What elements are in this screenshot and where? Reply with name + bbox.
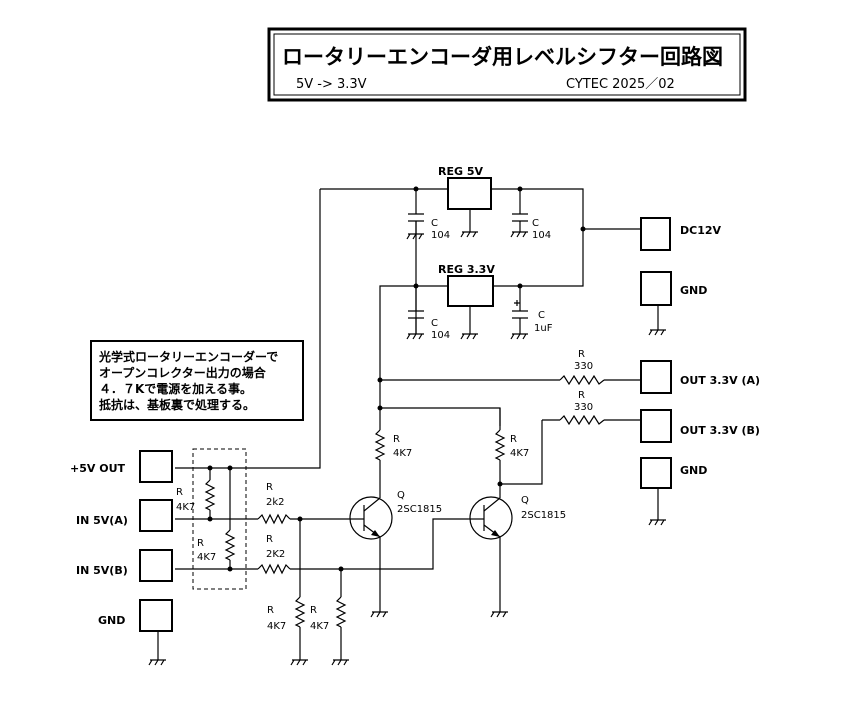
connector-in-b-label: IN 5V(B) (76, 564, 128, 577)
connector-gnd-in-label: GND (98, 614, 125, 627)
capacitor-c3-ref: C (431, 318, 438, 329)
transistor-q2-ref: Q (521, 495, 529, 506)
resistor-pullup-b-ref: R (197, 538, 204, 549)
diagram-credit: CYTEC 2025／02 (566, 77, 675, 92)
capacitor-c2: C 104 (512, 213, 551, 241)
transistor-q2: Q 2SC1815 (468, 495, 566, 540)
connector-out-a-label: OUT 3.3V (A) (680, 374, 760, 387)
capacitor-c2-ref: C (532, 218, 539, 229)
note-box: 光学式ロータリーエンコーダーで オープンコレクター出力の場合 ４．７Kで電源を加… (90, 340, 304, 421)
wires (157, 188, 659, 660)
resistor-2k2-a-value: 2k2 (266, 497, 285, 508)
resistor-330-b: R 330 (559, 390, 605, 426)
connector-in-b[interactable]: IN 5V(B) (76, 549, 173, 582)
resistor-pullup-a-ref: R (176, 487, 183, 498)
resistor-2k2-b: R 2K2 (257, 534, 291, 575)
resistor-330-a-value: 330 (574, 361, 593, 372)
resistor-330-a: R 330 (559, 349, 605, 386)
title-block: ロータリーエンコーダ用レベルシフター回路図 5V -> 3.3V CYTEC 2… (267, 27, 747, 102)
resistor-be-a: R 4K7 (267, 596, 306, 632)
capacitor-c4-value: 1uF (534, 323, 553, 334)
connector-in-a[interactable]: IN 5V(A) (76, 499, 173, 532)
connector-gnd-out[interactable]: GND (640, 457, 707, 489)
capacitor-c1-value: 104 (431, 230, 450, 241)
connector-out-b-label: OUT 3.3V (B) (680, 424, 760, 437)
regulator-5v: REG 5V (438, 165, 492, 210)
capacitor-c4: C 1uF (512, 300, 553, 334)
resistor-collector-b: R 4K7 (494, 429, 529, 461)
connector-out-a[interactable]: OUT 3.3V (A) (640, 360, 760, 394)
resistor-330-b-ref: R (578, 390, 585, 401)
resistor-collector-a-value: 4K7 (393, 448, 412, 459)
connector-5v-out-label: +5V OUT (70, 462, 125, 475)
resistor-collector-a: R 4K7 (374, 429, 412, 461)
connector-5v-out[interactable]: +5V OUT (70, 450, 173, 483)
diagram-subtitle: 5V -> 3.3V (296, 77, 367, 92)
resistor-be-b-ref: R (310, 605, 317, 616)
transistor-q1: Q 2SC1815 (349, 490, 442, 540)
connector-gnd-in[interactable]: GND (98, 599, 173, 632)
capacitor-c3-value: 104 (431, 330, 450, 341)
capacitor-c3: C 104 (408, 310, 450, 341)
transistor-q1-part: 2SC1815 (397, 504, 442, 515)
resistor-collector-b-ref: R (510, 434, 517, 445)
capacitor-c4-ref: C (538, 310, 545, 321)
resistor-collector-b-value: 4K7 (510, 448, 529, 459)
pullup-enclosure (192, 448, 247, 590)
connector-gnd-power[interactable]: GND (640, 271, 707, 306)
capacitor-c2-value: 104 (532, 230, 551, 241)
connector-gnd-out-label: GND (680, 464, 707, 477)
regulator-3v3-label: REG 3.3V (438, 263, 495, 276)
junction-dots (207, 186, 586, 572)
transistor-q1-ref: Q (397, 490, 405, 501)
resistor-be-b-value: 4K7 (310, 621, 329, 632)
connector-gnd-power-label: GND (680, 284, 707, 297)
note-line-3: ４．７Kで電源を加える事。 (99, 381, 252, 396)
regulator-5v-label: REG 5V (438, 165, 483, 178)
note-line-4: 抵抗は、基板裏で処理する。 (99, 397, 255, 412)
transistor-q2-part: 2SC1815 (521, 510, 566, 521)
resistor-2k2-a: R 2k2 (257, 482, 291, 525)
resistor-be-b: R 4K7 (310, 596, 347, 632)
resistor-be-a-ref: R (267, 605, 274, 616)
resistor-2k2-a-ref: R (266, 482, 273, 493)
regulator-3v3: REG 3.3V (438, 263, 495, 307)
resistor-2k2-b-value: 2K2 (266, 549, 285, 560)
note-line-2: オープンコレクター出力の場合 (99, 365, 267, 380)
resistor-collector-a-ref: R (393, 434, 400, 445)
ground-symbols (148, 221, 666, 666)
resistor-pullup-a-value: 4K7 (176, 502, 195, 513)
resistor-2k2-b-ref: R (266, 534, 273, 545)
resistor-pullup-b-value: 4K7 (197, 552, 216, 563)
resistor-be-a-value: 4K7 (267, 621, 286, 632)
connector-in-a-label: IN 5V(A) (76, 514, 128, 527)
capacitor-c1-ref: C (431, 218, 438, 229)
resistor-330-a-ref: R (578, 349, 585, 360)
diagram-title: ロータリーエンコーダ用レベルシフター回路図 (282, 45, 723, 69)
note-line-1: 光学式ロータリーエンコーダーで (98, 349, 278, 364)
connector-dc12v[interactable]: DC12V (640, 217, 722, 251)
connector-dc12v-label: DC12V (680, 224, 722, 237)
resistor-pullup-b: R 4K7 (197, 529, 236, 563)
connector-out-b[interactable]: OUT 3.3V (B) (640, 409, 760, 443)
resistor-pullup-a: R 4K7 (176, 479, 216, 513)
resistor-330-b-value: 330 (574, 402, 593, 413)
